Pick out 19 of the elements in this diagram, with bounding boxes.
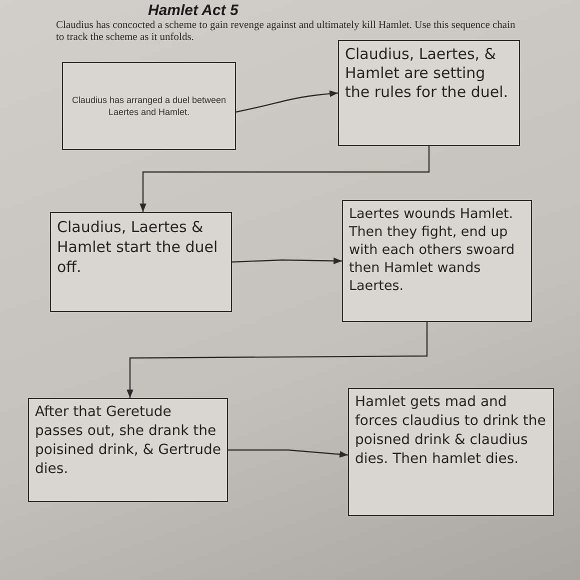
sequence-box <box>50 212 232 312</box>
printed-text: Claudius has arranged a duel between Laertes and Hamlet. <box>70 94 228 118</box>
sequence-box <box>28 398 228 502</box>
sequence-box <box>62 62 236 150</box>
sequence-box <box>348 388 554 516</box>
arrow <box>236 90 338 113</box>
title: Hamlet Act 5 <box>148 2 238 19</box>
sequence-box <box>342 200 532 322</box>
handwritten-text: Hamlet gets mad and forces claudius to drink the poisned drink & claudius dies. Then hamlet dies. <box>355 393 547 469</box>
arrow <box>126 322 428 398</box>
arrow <box>228 449 348 458</box>
handwritten-text: Laertes wounds Hamlet. Then they fight, end up with each others swoard then Hamlet wands Laertes. <box>349 205 516 295</box>
handwritten-text: Claudius, Laertes, & Hamlet are setting the rules for the duel. <box>345 45 510 102</box>
handwritten-text: Claudius, Laertes & Hamlet start the duel off. <box>57 217 219 277</box>
instructions: Claudius has concocted a scheme to gain revenge against and ultimately kill Hamlet. Use this sequence chain to track the scheme as it unfolds. <box>56 20 516 44</box>
sequence-box <box>338 40 520 146</box>
handwritten-text: After that Geretude passes out, she drank the poisined drink, & Gertrude dies. <box>35 403 221 479</box>
arrow <box>232 258 342 264</box>
arrow <box>140 146 430 212</box>
